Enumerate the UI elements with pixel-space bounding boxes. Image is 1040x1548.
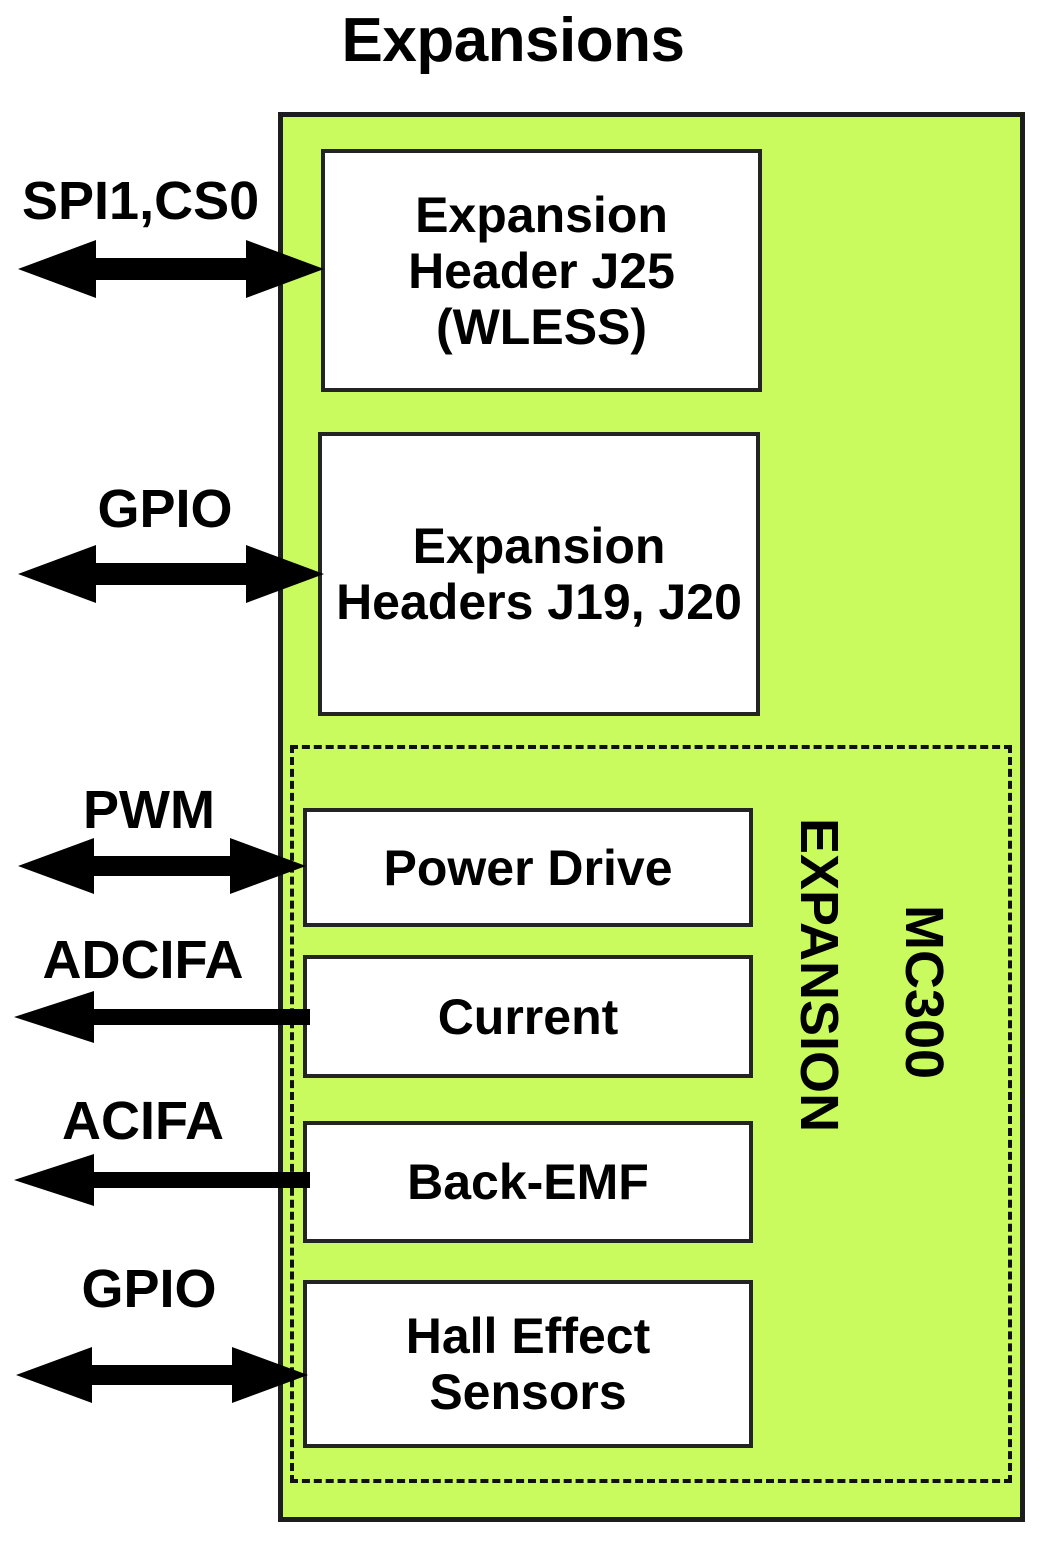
box-hall-effect-sensors[interactable]: Hall Effect Sensors (303, 1280, 753, 1448)
signal-label-adcifa: ADCIFA (42, 930, 244, 990)
box-power-drive[interactable]: Power Drive (303, 808, 753, 927)
box-expansion-headers-j19-j20[interactable]: Expansion Headers J19, J20 (318, 432, 760, 716)
arrow-pwm-bidirectional (18, 838, 306, 894)
signal-label-gpio-hall: GPIO (81, 1259, 217, 1319)
label-mc300-vertical: MC300 (894, 905, 954, 1080)
signal-label-acifa: ACIFA (62, 1091, 224, 1151)
arrow-spi1-cs0-bidirectional (18, 240, 324, 298)
box-expansion-header-j25[interactable]: Expansion Header J25 (WLESS) (321, 149, 762, 392)
arrow-acifa-left (14, 1154, 310, 1206)
signal-label-pwm: PWM (83, 780, 215, 840)
box-current[interactable]: Current (303, 955, 753, 1078)
page-title: Expansions (341, 6, 686, 75)
arrow-gpio-headers-bidirectional (18, 545, 324, 603)
box-back-emf[interactable]: Back-EMF (303, 1121, 753, 1243)
mc300-expansion-region (290, 745, 1012, 1483)
signal-label-gpio-headers: GPIO (97, 479, 233, 539)
label-expansion-vertical: EXPANSION (789, 818, 849, 1133)
arrow-adcifa-left (14, 991, 310, 1043)
signal-label-spi1-cs0: SPI1,CS0 (22, 171, 260, 231)
arrow-gpio-hall-bidirectional (16, 1347, 308, 1403)
